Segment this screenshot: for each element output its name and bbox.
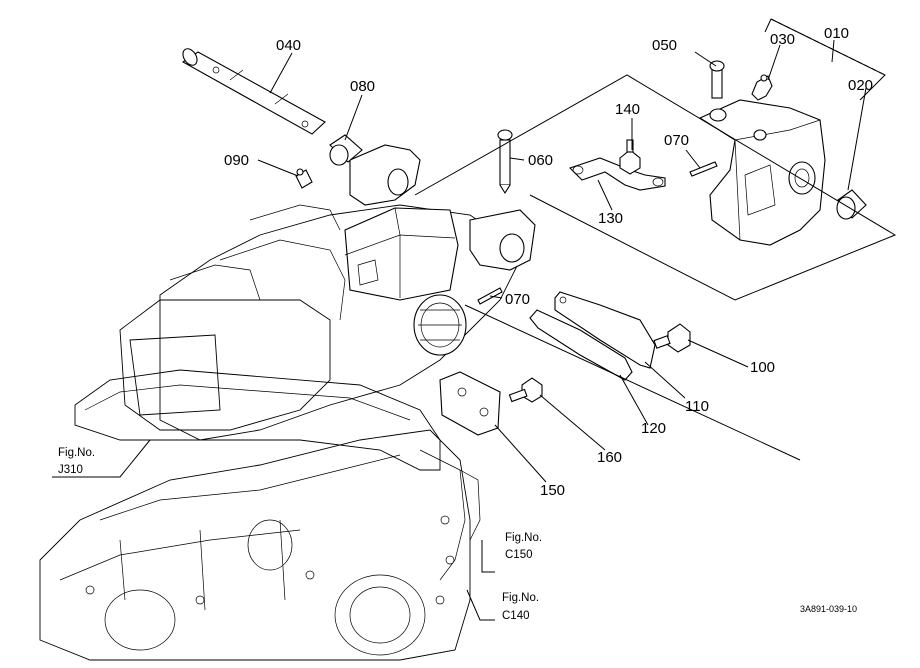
callout-010: 010 (824, 25, 849, 42)
callout-050: 050 (652, 37, 677, 54)
fig-ref-c150-title: Fig.No. (505, 532, 542, 544)
assembly-guide-lines (414, 18, 897, 461)
fig-ref-c140-code: C140 (502, 610, 530, 622)
callout-080: 080 (350, 78, 375, 95)
callout-100: 100 (750, 359, 775, 376)
part-030-elbow-nipple (751, 74, 773, 101)
fig-ref-c140-title: Fig.No. (502, 592, 539, 604)
callout-160: 160 (597, 449, 622, 466)
callout-090: 090 (224, 152, 249, 169)
gear-case-housing (39, 144, 536, 661)
part-100-bolt (653, 323, 691, 353)
part-140-bolt (619, 139, 641, 175)
part-070-split-pin-upper (689, 161, 718, 177)
callout-110: 110 (685, 398, 709, 415)
part-160-bolt (508, 377, 543, 403)
figure-references: Fig.No. J310 Fig.No. C150 Fig.No. C140 (58, 447, 542, 622)
part-060-pin (497, 129, 513, 195)
callout-140: 140 (615, 101, 640, 118)
part-090-grease-nipple (295, 168, 313, 189)
callout-060: 060 (528, 152, 553, 169)
fig-ref-j310-code: J310 (58, 464, 83, 476)
part-050-pin (709, 60, 725, 99)
callout-020: 020 (848, 77, 873, 94)
callout-030: 030 (770, 31, 795, 48)
leader-lines (52, 39, 867, 621)
part-callouts: 010 020 030 040 050 060 070 070 080 090 … (224, 25, 873, 499)
callout-040: 040 (276, 37, 301, 54)
callout-070-upper: 070 (664, 132, 689, 149)
callout-120: 120 (641, 420, 666, 437)
part-120-plate (529, 309, 633, 381)
part-010-bracket-housing (698, 99, 826, 246)
drawing-code: 3A891-039-10 (800, 604, 857, 614)
fig-ref-c150-code: C150 (505, 549, 533, 561)
part-040-shaft (181, 48, 326, 135)
part-110-plate (554, 291, 656, 369)
callout-130: 130 (598, 210, 623, 227)
part-150-plate (439, 371, 501, 436)
part-080-bushing (329, 134, 363, 166)
callout-150: 150 (540, 482, 565, 499)
fig-ref-j310-title: Fig.No. (58, 447, 95, 459)
callout-070-lower: 070 (505, 291, 530, 308)
part-130-bracket (568, 157, 666, 191)
